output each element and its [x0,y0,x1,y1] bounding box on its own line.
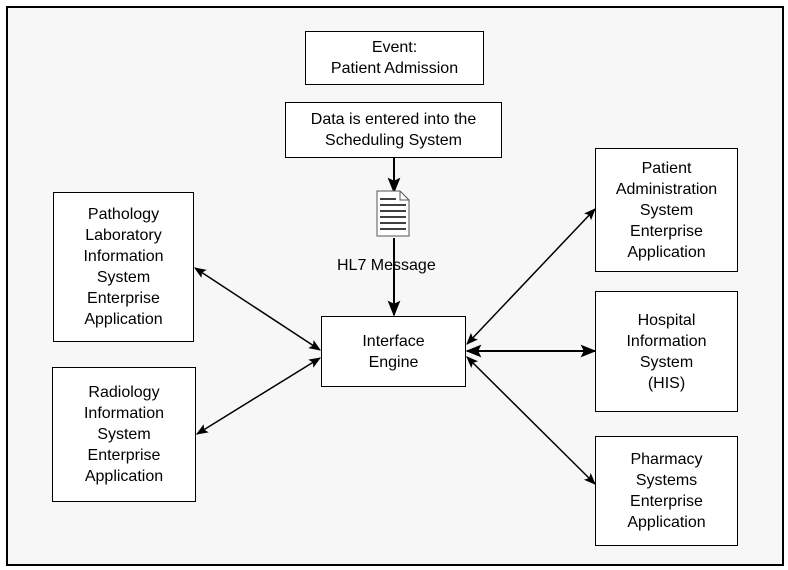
pharmacy-systems-label: Pharmacy Systems Enterprise Application [627,451,706,531]
scheduling-system-label: Data is entered into the Scheduling Syst… [310,111,477,149]
radiology-node: Radiology Information System Enterprise … [52,367,196,502]
edge-engine-pharmacy [466,356,596,485]
radiology-label: Radiology Information System Enterprise … [83,384,165,485]
edge-engine-patient-admin [466,208,596,345]
edge-radiology-engine [195,357,322,435]
pharmacy-systems-node: Pharmacy Systems Enterprise Application [595,436,738,546]
scheduling-system-node: Data is entered into the Scheduling Syst… [285,102,502,158]
event-node: Event: Patient Admission [305,31,484,85]
hl7-message-label: HL7 Message [337,257,436,274]
hospital-information-system-label: Hospital Information System (HIS) [626,311,707,392]
document-icon [376,190,410,237]
edge-pathology-engine [193,267,322,351]
interface-engine-label: Interface Engine [362,332,425,371]
pathology-node: Pathology Laboratory Information System … [53,192,194,342]
patient-administration-label: Patient Administration System Enterprise… [615,159,718,261]
pathology-label: Pathology Laboratory Information System … [83,206,164,328]
patient-administration-node: Patient Administration System Enterprise… [595,148,738,272]
interface-engine-node: Interface Engine [321,316,466,387]
hospital-information-system-node: Hospital Information System (HIS) [595,291,738,412]
event-label: Event: Patient Admission [330,39,459,77]
